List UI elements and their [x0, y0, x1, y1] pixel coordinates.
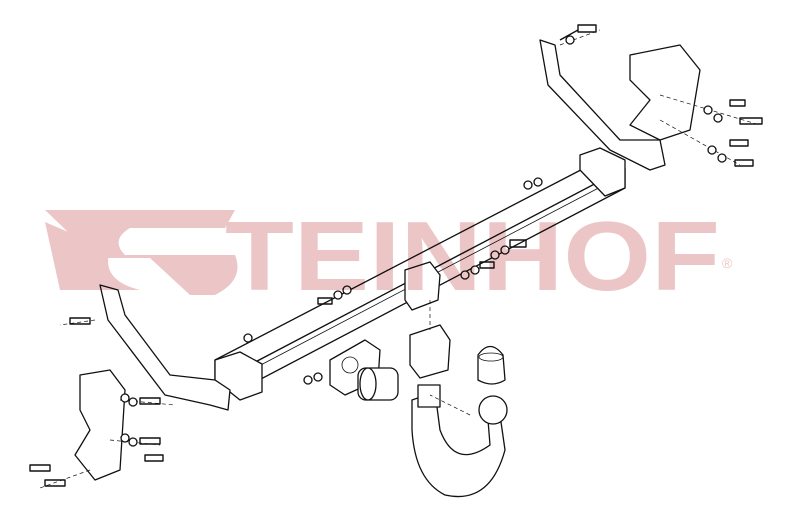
washer — [565, 35, 575, 45]
bolt — [729, 139, 754, 167]
registered-mark: ® — [722, 255, 733, 271]
washer — [303, 285, 352, 385]
ball-cap — [477, 345, 506, 385]
bolt — [729, 99, 763, 125]
washer — [120, 333, 253, 447]
left-bracket — [39, 284, 231, 489]
fasteners — [29, 24, 763, 487]
right-bracket — [539, 29, 761, 171]
bolt — [559, 24, 597, 41]
logo-s-mark — [45, 210, 238, 295]
electrical-socket — [357, 367, 399, 401]
tow-ball-neck — [411, 384, 508, 498]
bolt — [29, 317, 164, 487]
steinhof-logo-watermark: TEINHOF ® — [45, 201, 733, 311]
washer — [460, 177, 543, 280]
washer — [703, 105, 727, 163]
socket-plate — [329, 261, 451, 396]
bolt — [317, 239, 527, 305]
logo-text: TEINHOF — [225, 201, 720, 311]
